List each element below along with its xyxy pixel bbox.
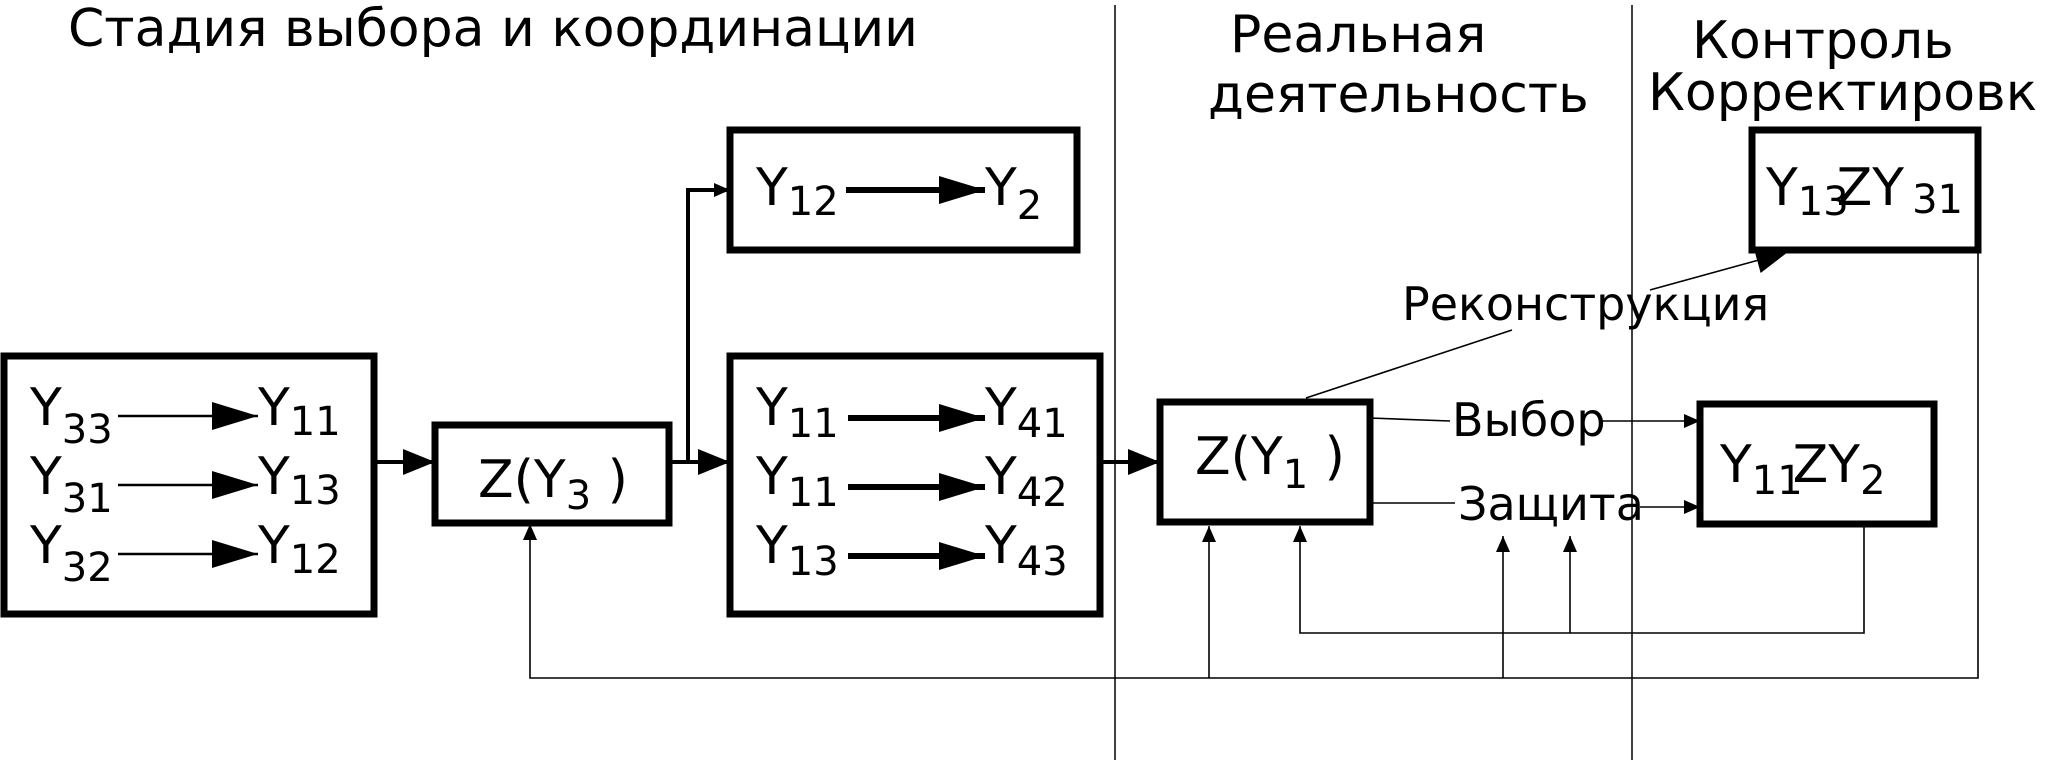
zy3-label: Z(Y3 ) bbox=[478, 450, 628, 519]
svg-text:Y41: Y41 bbox=[984, 378, 1068, 447]
arrow-zy3-to-top bbox=[686, 183, 730, 462]
arrow-reconstruction-low bbox=[1305, 329, 1513, 399]
header-real-line1: Реальная bbox=[1230, 5, 1486, 65]
mid-box-rows: Y11 Y41 Y11 Y42 Y13 Y43 bbox=[755, 378, 1068, 585]
header-control-line1: Контроль bbox=[1692, 11, 1954, 71]
mid-row-1: Y11 Y41 bbox=[755, 378, 1068, 447]
svg-text:Y31: Y31 bbox=[29, 447, 113, 522]
arrow-reconstruction-high bbox=[1649, 247, 1789, 291]
svg-text:Y33: Y33 bbox=[29, 378, 113, 453]
label-choice: Выбор bbox=[1452, 393, 1606, 447]
svg-text:Y13: Y13 bbox=[755, 516, 839, 585]
header-control-line2: Корректировк bbox=[1648, 63, 2037, 123]
box-right bbox=[1696, 400, 1938, 528]
box-zy3 bbox=[431, 421, 673, 527]
zy1-label: Z(Y1 ) bbox=[1195, 427, 1345, 498]
arrow-choice-left bbox=[1369, 417, 1451, 422]
svg-text:Y12: Y12 bbox=[257, 516, 341, 583]
box-topright bbox=[1748, 126, 1982, 254]
header-stage: Стадия выбора и координации bbox=[68, 0, 918, 59]
top-box-row: Y12 Y2 bbox=[755, 158, 1042, 229]
svg-text:Y42: Y42 bbox=[984, 447, 1068, 516]
left-box-rows: Y33 Y11 Y31 Y13 Y32 Y12 bbox=[29, 378, 341, 591]
header-real-line2: деятельность bbox=[1208, 65, 1589, 125]
left-row-2: Y31 Y13 bbox=[29, 447, 341, 522]
mid-row-3: Y13 Y43 bbox=[755, 516, 1068, 585]
svg-text:Y11: Y11 bbox=[257, 378, 341, 445]
left-row-1: Y33 Y11 bbox=[29, 378, 341, 453]
svg-text:Y11: Y11 bbox=[755, 447, 839, 516]
svg-text:Y2: Y2 bbox=[984, 158, 1042, 229]
svg-text:Y13: Y13 bbox=[257, 447, 341, 514]
svg-text:Y32: Y32 bbox=[29, 516, 113, 591]
svg-text:Y12: Y12 bbox=[755, 158, 839, 225]
label-reconstruction: Реконструкция bbox=[1402, 277, 1769, 331]
svg-text:Y43: Y43 bbox=[984, 516, 1068, 585]
label-protection: Защита bbox=[1458, 477, 1644, 531]
right-label: Y11ZY2 bbox=[1719, 435, 1886, 504]
feedback-lines bbox=[523, 247, 1979, 679]
feedback-bottom-loop bbox=[523, 252, 1979, 679]
svg-text:Y11: Y11 bbox=[755, 378, 839, 447]
feedback-inner-loop bbox=[1293, 524, 1865, 634]
mid-row-2: Y11 Y42 bbox=[755, 447, 1068, 516]
left-row-3: Y32 Y12 bbox=[29, 516, 341, 591]
